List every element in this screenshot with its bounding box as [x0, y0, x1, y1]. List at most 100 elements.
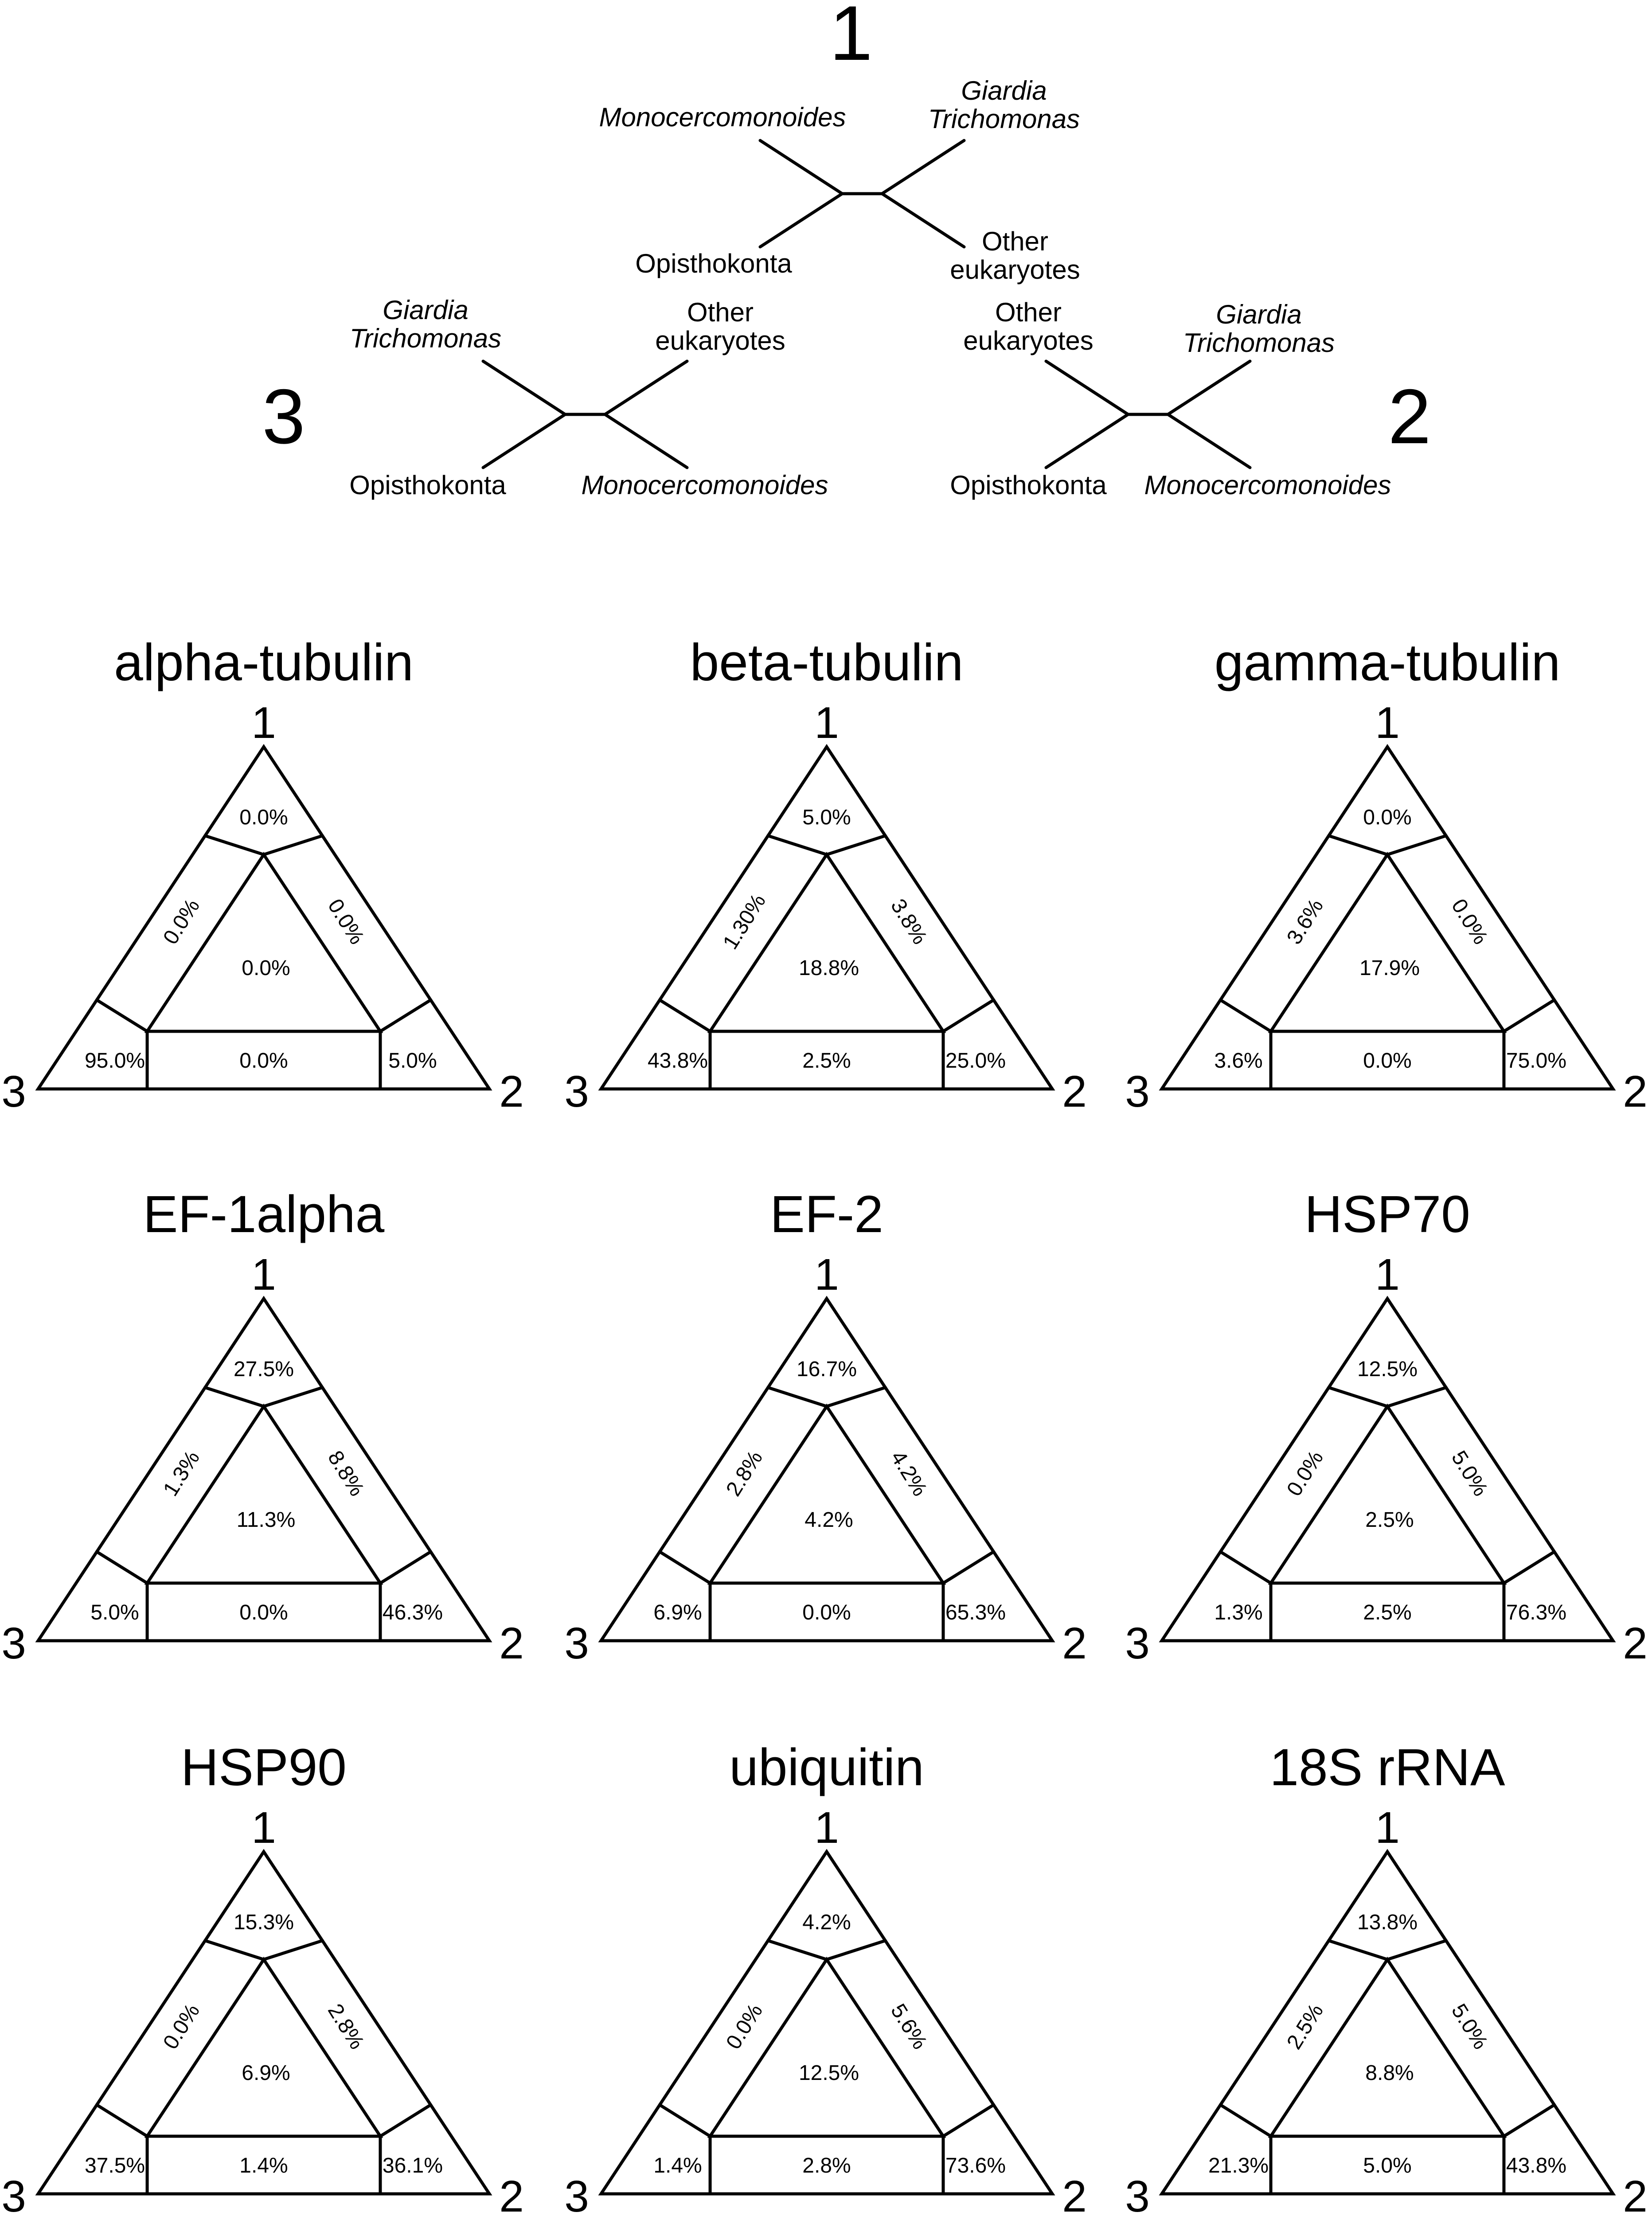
vertex-label-3: 3: [564, 2172, 589, 2216]
region-bottom-left-value: 21.3%: [1208, 2154, 1269, 2177]
taxon-lower-right-line-0: Monocercomonoides: [582, 470, 828, 500]
region-bottom-left-value: 95.0%: [85, 1049, 145, 1073]
region-bottom-right-value: 76.3%: [1506, 1601, 1566, 1624]
region-center-value: 12.5%: [799, 2061, 859, 2085]
region-right-side-value: 3.8%: [886, 895, 932, 948]
gene-title: 18S rRNA: [1269, 1738, 1505, 1797]
taxon-lower-right-line-1: eukaryotes: [950, 255, 1080, 285]
outer-triangle: [35, 1849, 492, 2196]
vertex-label-2: 2: [1062, 2172, 1087, 2216]
divider-top-right: [1386, 1386, 1448, 1408]
divider-right: [1502, 2103, 1556, 2138]
vertex-label-1: 1: [1375, 1803, 1400, 1853]
tree-branches: [758, 139, 966, 249]
region-left-side-value: 0.0%: [159, 2000, 204, 2053]
vertex-label-1: 1: [1375, 1250, 1400, 1299]
taxon-lower-right-line-0: Monocercomonoides: [1144, 470, 1391, 500]
gene-title: HSP90: [181, 1738, 347, 1797]
region-left-side-value: 0.0%: [722, 2000, 767, 2053]
divider-top-left: [1327, 1939, 1389, 1961]
divider-right: [941, 1550, 996, 1585]
region-bottom-left-value: 1.4%: [653, 2154, 702, 2177]
tree-branches: [481, 359, 689, 469]
region-right-side-value: 5.0%: [1447, 1447, 1492, 1500]
taxon-upper-left-line-0: Giardia: [383, 295, 468, 325]
inner-triangle: [144, 851, 383, 1033]
vertex-label-2: 2: [1623, 1067, 1648, 1116]
divider-top-right: [1386, 834, 1448, 856]
vertex-label-3: 3: [1, 1067, 26, 1116]
divider-top-right: [262, 1939, 324, 1961]
region-bottom-center-value: 2.8%: [802, 2154, 851, 2177]
gene-title: alpha-tubulin: [114, 633, 414, 692]
divider-left: [95, 998, 149, 1033]
region-right-side-value: 0.0%: [323, 895, 369, 948]
taxon-upper-left-line-0: Monocercomonoides: [599, 102, 846, 132]
region-top-value: 16.7%: [797, 1358, 857, 1381]
gene-title: beta-tubulin: [690, 633, 964, 692]
vertex-label-3: 3: [1125, 1067, 1150, 1116]
region-left-side-value: 0.0%: [159, 895, 204, 948]
region-left-side-value: 3.6%: [1282, 895, 1328, 948]
inner-triangle: [707, 1956, 946, 2138]
region-right-side-value: 5.0%: [1447, 2000, 1492, 2053]
outer-triangle: [1159, 744, 1616, 1091]
region-bottom-center-value: 2.5%: [802, 1049, 851, 1073]
divider-top-right: [1386, 1939, 1448, 1961]
vertex-label-3: 3: [1125, 1619, 1150, 1668]
region-bottom-center-value: 2.5%: [1363, 1601, 1411, 1624]
divider-top-left: [766, 1386, 828, 1408]
taxon-upper-right-line-1: Trichomonas: [928, 104, 1080, 134]
region-top-value: 15.3%: [234, 1911, 294, 1934]
region-right-side-value: 8.8%: [323, 1447, 369, 1500]
tree-topology-2: 2OthereukaryotesGiardiaTrichomonasOpisth…: [950, 297, 1431, 500]
region-bottom-left-value: 6.9%: [653, 1601, 702, 1624]
vertex-label-1: 1: [814, 698, 839, 748]
topology-trees: 1MonocercomonoidesGiardiaTrichomonasOpis…: [262, 0, 1431, 500]
region-center-value: 6.9%: [242, 2061, 290, 2085]
tree-topology-1: 1MonocercomonoidesGiardiaTrichomonasOpis…: [599, 0, 1080, 285]
region-center-value: 8.8%: [1365, 2061, 1414, 2085]
vertex-label-1: 1: [251, 1803, 276, 1853]
vertex-label-1: 1: [1375, 698, 1400, 748]
vertex-label-1: 1: [814, 1250, 839, 1299]
vertex-label-2: 2: [1623, 2172, 1648, 2216]
region-bottom-right-value: 25.0%: [945, 1049, 1006, 1073]
topology-label: 1: [829, 0, 872, 77]
region-bottom-right-value: 46.3%: [383, 1601, 443, 1624]
divider-right: [1502, 1550, 1556, 1585]
inner-triangle: [144, 1403, 383, 1585]
region-center-value: 17.9%: [1359, 956, 1420, 980]
taxon-upper-left-line-1: eukaryotes: [963, 326, 1094, 355]
vertex-label-3: 3: [1, 1619, 26, 1668]
divider-right: [379, 1550, 433, 1585]
gene-panel-3: gamma-tubulin1230.0%17.9%0.0%3.6%75.0%3.…: [1125, 633, 1648, 1116]
divider-top-left: [766, 1939, 828, 1961]
divider-left: [1218, 1550, 1273, 1585]
divider-top-left: [203, 834, 266, 856]
gene-title: ubiquitin: [729, 1738, 924, 1797]
vertex-label-1: 1: [251, 698, 276, 748]
divider-right: [1502, 998, 1556, 1033]
divider-top-right: [262, 1386, 324, 1408]
vertex-label-3: 3: [564, 1067, 589, 1116]
region-right-side-value: 0.0%: [1447, 895, 1492, 948]
divider-left: [658, 1550, 712, 1585]
region-bottom-right-value: 73.6%: [945, 2154, 1006, 2177]
region-right-side-value: 2.8%: [323, 2000, 369, 2053]
vertex-label-3: 3: [564, 1619, 589, 1668]
divider-right: [379, 998, 433, 1033]
region-center-value: 2.5%: [1365, 1508, 1414, 1532]
region-left-side-value: 0.0%: [1282, 1447, 1328, 1500]
divider-left: [95, 1550, 149, 1585]
vertex-label-1: 1: [251, 1250, 276, 1299]
region-left-side-value: 2.5%: [1282, 2000, 1328, 2053]
divider-right: [941, 2103, 996, 2138]
region-center-value: 18.8%: [799, 956, 859, 980]
vertex-label-2: 2: [1062, 1619, 1087, 1668]
region-left-side-value: 2.8%: [722, 1447, 767, 1500]
